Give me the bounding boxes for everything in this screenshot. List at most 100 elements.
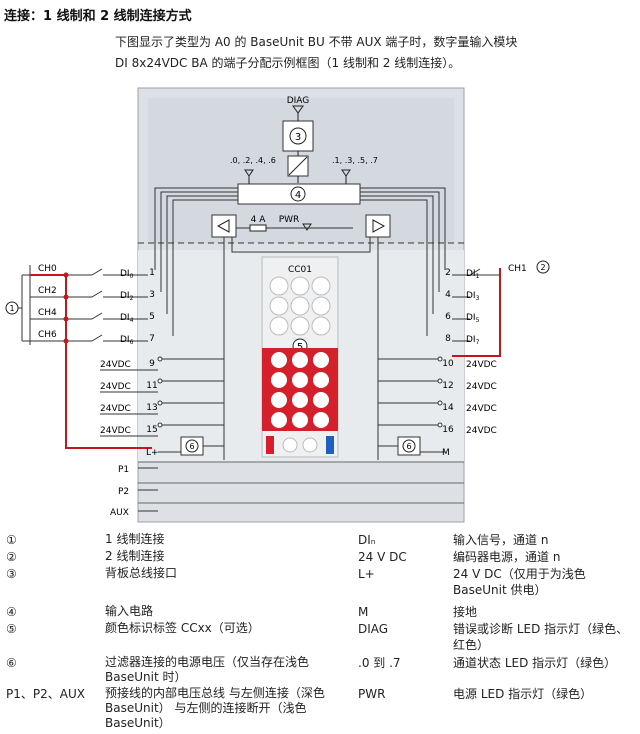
legend-symbol-2: M bbox=[358, 605, 369, 619]
left-term-1: 1 bbox=[149, 268, 155, 278]
page-heading: 连接：1 线制和 2 线制连接方式 bbox=[4, 9, 192, 24]
legend-description: 1 线制连接 bbox=[105, 532, 165, 546]
di0-label: DI0 bbox=[120, 269, 134, 280]
legend-description-2: 编码器电源，通道 n bbox=[453, 550, 561, 564]
legend-description-2: 错误或诊断 LED 指示灯（绿色、红色） bbox=[453, 622, 629, 652]
ch0-label: CH0 bbox=[38, 264, 57, 274]
legend-description: 2 线制连接 bbox=[105, 549, 165, 563]
left-supply-amp bbox=[211, 214, 237, 238]
supply-lines bbox=[223, 227, 379, 460]
diag-label: DIAG bbox=[287, 96, 310, 106]
legend-description-2: 24 V DC（仅用于为浅色 BaseUnit 供电） bbox=[453, 567, 586, 597]
legend-symbol: ⑥ bbox=[6, 656, 17, 670]
right-24vdc-12: 24VDC bbox=[466, 382, 497, 392]
legend-description-2: 通道状态 LED 指示灯（绿色） bbox=[453, 656, 617, 670]
fuse-icon bbox=[249, 224, 267, 232]
box-6-right-label: 6 bbox=[406, 442, 411, 451]
cc-white-circles bbox=[269, 276, 331, 336]
cc-blue-tab bbox=[326, 436, 334, 454]
left-24vdc-11: 24VDC bbox=[100, 382, 131, 392]
right-term-6: 6 bbox=[445, 312, 451, 322]
legend-symbol: ① bbox=[6, 533, 17, 547]
right-channel-group: DI1 DI3 DI5 DI7 CH1 2 24VDC 24VDC 24VDC … bbox=[442, 260, 550, 458]
fuse-label: 4 A bbox=[251, 215, 267, 225]
cc-red-circles bbox=[271, 352, 329, 428]
ch1-label: CH1 bbox=[508, 264, 527, 274]
left-red-return bbox=[65, 275, 152, 449]
legend-symbol-2: .0 到 .7 bbox=[358, 656, 401, 670]
legend-description: 颜色标识标签 CCxx（可选） bbox=[105, 621, 260, 635]
legend-symbol-2: DIAG bbox=[358, 622, 389, 636]
di5-label: DI5 bbox=[466, 313, 480, 324]
supply-bus bbox=[162, 358, 438, 426]
box-3-label: 3 bbox=[295, 132, 301, 143]
box-5-label: 5 bbox=[297, 342, 303, 353]
legend-description: 背板总线接口 bbox=[105, 566, 178, 580]
legend-symbol-2: PWR bbox=[358, 687, 386, 701]
legend-symbol-2: DIₙ bbox=[358, 533, 376, 547]
box-4-label: 4 bbox=[295, 190, 301, 201]
right-bus-lines bbox=[360, 187, 446, 336]
led-even-label: .0, .2, .4, .6 bbox=[230, 156, 276, 165]
legend-description: 预接线的内部电压总线 与左侧连接（深色 BaseUnit） 与左侧的连接断开（浅… bbox=[105, 686, 325, 730]
right-term-4: 4 bbox=[445, 290, 451, 300]
right-24vdc-10: 24VDC bbox=[466, 360, 497, 370]
left-bus-lines bbox=[154, 187, 238, 336]
aux-label: AUX bbox=[110, 508, 129, 518]
pwr-led-icon bbox=[302, 223, 312, 231]
legend-symbol: ③ bbox=[6, 567, 17, 581]
left-channel-group: CH0 CH2 CH4 CH6 1 DI0 DI2 DI4 DI6 24VDC … bbox=[5, 264, 159, 518]
di2-label: DI2 bbox=[120, 291, 134, 302]
ch2-label: CH2 bbox=[38, 286, 57, 296]
left-term-7: 7 bbox=[149, 334, 155, 344]
left-terminal-column: 1 3 5 7 9 11 13 15 bbox=[146, 268, 157, 435]
right-term-10: 10 bbox=[442, 359, 454, 369]
left-24vdc-13: 24VDC bbox=[100, 404, 131, 414]
legend-description-2: 电源 LED 指示灯（绿色） bbox=[453, 687, 593, 701]
right-24vdc-14: 24VDC bbox=[466, 404, 497, 414]
callout-1-circle bbox=[5, 301, 19, 315]
ch4-label: CH4 bbox=[38, 308, 57, 318]
legend-symbol: P1、P2、AUX bbox=[6, 687, 85, 701]
legend-symbol-2: 24 V DC bbox=[358, 550, 407, 564]
legend-symbol: ⑤ bbox=[6, 622, 17, 636]
led-odd-icon bbox=[341, 169, 351, 177]
right-term-12: 12 bbox=[442, 381, 453, 391]
intro-line-2: DI 8x24VDC BA 的端子分配示例框图（1 线制和 2 线制连接）。 bbox=[115, 56, 461, 70]
left-term-13: 13 bbox=[146, 403, 157, 413]
led-even-icon bbox=[244, 169, 254, 177]
p2-label: P2 bbox=[118, 487, 129, 497]
legend-description-2: 接地 bbox=[453, 605, 478, 619]
legend-symbol: ② bbox=[6, 550, 17, 564]
left-term-5: 5 bbox=[149, 312, 155, 322]
di4-label: DI4 bbox=[120, 313, 134, 324]
legend-description-2: 输入信号，通道 n bbox=[453, 533, 549, 547]
wiring-block-diagram: DIAG 3 .0, .2, .4, .6 .1, .3, .5, .7 4 4… bbox=[5, 87, 550, 523]
legend-description: 输入电路 bbox=[105, 604, 154, 618]
di1-label: DI1 bbox=[466, 269, 480, 280]
legend-symbol: ④ bbox=[6, 605, 17, 619]
right-term-8: 8 bbox=[445, 334, 451, 344]
intro-text: 下图显示了类型为 A0 的 BaseUnit BU 不带 AUX 端子时，数字量… bbox=[115, 32, 585, 74]
di7-label: DI7 bbox=[466, 335, 480, 346]
m-label: M bbox=[442, 448, 450, 458]
p1-label: P1 bbox=[118, 465, 129, 475]
right-supply-amp bbox=[365, 214, 391, 238]
cc-label: CC01 bbox=[288, 265, 312, 275]
left-term-9: 9 bbox=[149, 359, 155, 369]
lplus-label: L+ bbox=[146, 448, 159, 458]
legend-symbol-2: L+ bbox=[358, 567, 375, 581]
right-term-14: 14 bbox=[442, 403, 454, 413]
intro-line-1: 下图显示了类型为 A0 的 BaseUnit BU 不带 AUX 端子时，数字量… bbox=[115, 35, 518, 49]
right-terminal-column: 2 4 6 8 10 12 14 16 bbox=[442, 268, 454, 435]
callout-1-label: 1 bbox=[9, 304, 14, 313]
left-term-3: 3 bbox=[149, 290, 155, 300]
box-6-left-label: 6 bbox=[189, 442, 194, 451]
left-term-11: 11 bbox=[146, 381, 157, 391]
right-24vdc-16: 24VDC bbox=[466, 426, 497, 436]
led-odd-label: .1, .3, .5, .7 bbox=[332, 156, 378, 165]
right-term-2: 2 bbox=[445, 268, 451, 278]
legend-description: 过滤器连接的电源电压（仅当存在浅色 BaseUnit 时） bbox=[105, 655, 310, 684]
di6-label: DI6 bbox=[120, 335, 134, 346]
left-term-15: 15 bbox=[146, 425, 157, 435]
